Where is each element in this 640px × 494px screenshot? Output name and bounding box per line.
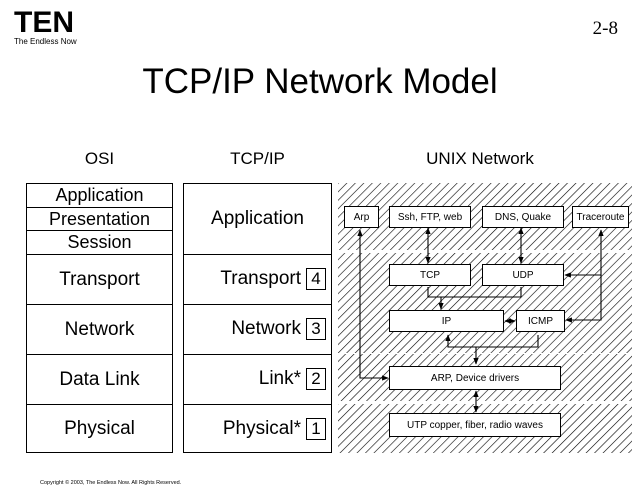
ip-arp-connector xyxy=(445,334,479,365)
ip-box: IP xyxy=(389,310,504,332)
unix-column-heading: UNIX Network xyxy=(426,149,534,168)
osi-session: Session xyxy=(27,230,172,254)
tcpip-column-heading: TCP/IP xyxy=(230,149,285,168)
copyright-notice: Copyright © 2003, The Endless Now. All R… xyxy=(40,480,182,486)
page-title: TCP/IP Network Model xyxy=(142,62,498,101)
tcpip-physical-row: Physical* 1 xyxy=(184,404,331,452)
osi-network: Network xyxy=(27,304,172,354)
osi-column-heading: OSI xyxy=(84,149,115,168)
tcpip-stack: Application Transport 4 Network 3 Link* … xyxy=(183,183,332,453)
arp-box: Arp xyxy=(344,206,379,228)
tcpip-transport-label: Transport xyxy=(220,268,301,289)
traceroute-icmp-connector xyxy=(565,275,602,323)
icmp-box: ICMP xyxy=(516,310,565,332)
tcpip-network-label: Network xyxy=(231,318,301,339)
udp-ip-connector xyxy=(441,287,522,298)
tcp-box: TCP xyxy=(389,264,471,286)
osi-transport: Transport xyxy=(27,254,172,304)
dns-quake-box: DNS, Quake xyxy=(482,206,564,228)
page-number: 2-8 xyxy=(592,18,618,39)
ssh-ftp-web-box: Ssh, FTP, web xyxy=(389,206,471,228)
arp-drivers-connector xyxy=(357,229,389,381)
layer-number-2: 2 xyxy=(306,368,326,390)
udp-box: UDP xyxy=(482,264,564,286)
tcpip-link-row: Link* 2 xyxy=(184,354,331,404)
layer-number-1: 1 xyxy=(306,418,326,440)
physical-media-box: UTP copper, fiber, radio waves xyxy=(389,413,561,437)
osi-presentation: Presentation xyxy=(27,207,172,230)
tcpip-link-label: Link* xyxy=(258,368,301,389)
logo-mark: TEN xyxy=(14,6,74,39)
osi-stack: Application Presentation Session Transpo… xyxy=(26,183,173,453)
layer-number-3: 3 xyxy=(306,318,326,340)
layer-number-4: 4 xyxy=(306,268,326,290)
tcpip-transport-row: Transport 4 xyxy=(184,254,331,304)
logo-tagline: The Endless Now xyxy=(14,37,77,46)
osi-physical: Physical xyxy=(27,404,172,452)
tcpip-application: Application xyxy=(211,208,304,229)
osi-data-link: Data Link xyxy=(27,354,172,404)
traceroute-box: Traceroute xyxy=(572,206,629,228)
osi-application: Application xyxy=(55,185,144,205)
tcp-ip-connector xyxy=(427,287,444,310)
tcpip-network-row: Network 3 xyxy=(184,304,331,354)
arp-device-drivers-box: ARP, Device drivers xyxy=(389,366,561,390)
icmp-arp-connector xyxy=(476,335,539,348)
tcpip-physical-label: Physical* xyxy=(222,418,301,439)
